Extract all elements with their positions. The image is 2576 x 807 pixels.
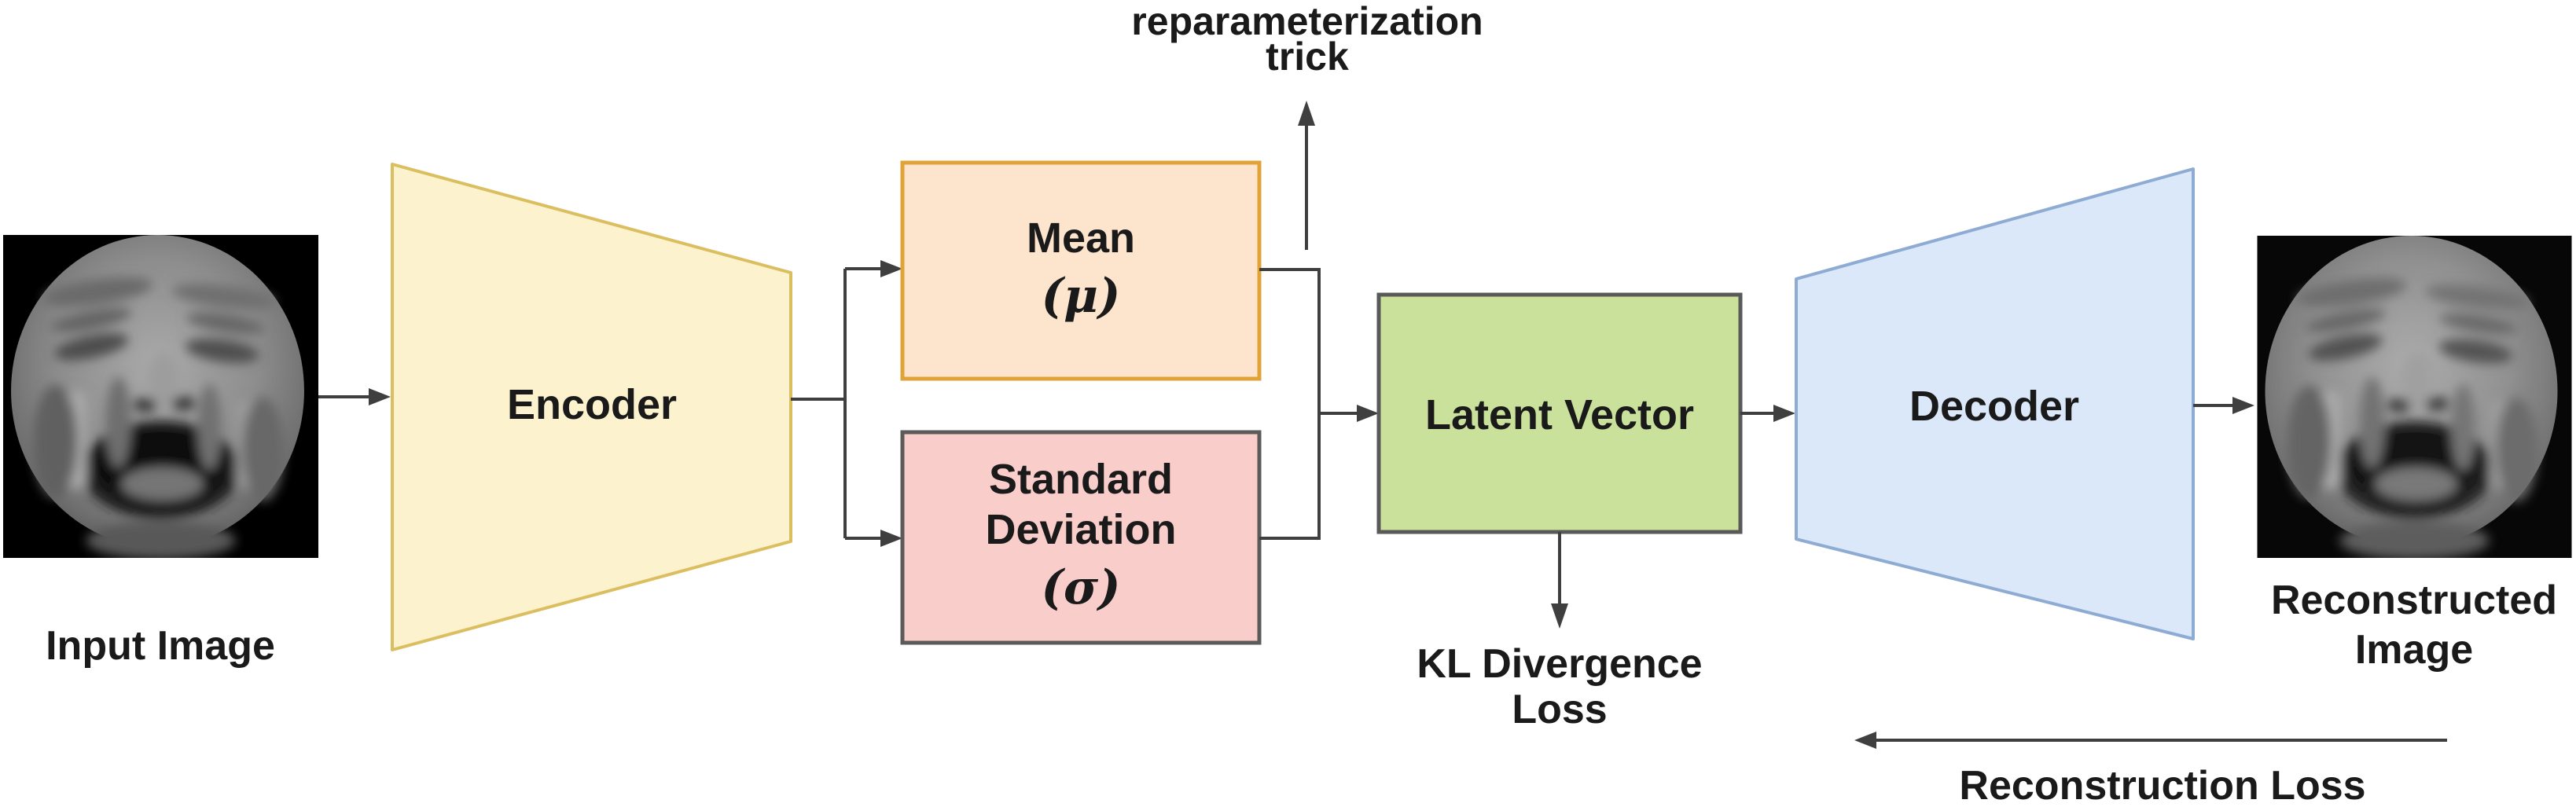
kl-divergence-loss-label: KL Divergence Loss [1417,641,1702,732]
reparameterization-trick-label: reparameterization trick [1131,0,1483,79]
standard-deviation-title-line1: Standard [988,456,1174,503]
reconstructed-image [2258,236,2572,559]
mean-label: Mean (μ) [902,163,1259,379]
kl-divergence-line2: Loss [1512,687,1608,732]
reconstruction-loss-label: Reconstruction Loss [1959,763,2366,807]
reconstructed-image-line1: Reconstructed [2270,578,2558,623]
kl-divergence-arrow [1551,532,1568,629]
standard-deviation-label: Standard Deviation (σ) [902,432,1259,643]
decoder-shape [1795,167,2195,640]
mean-shape [900,160,1262,381]
kl-divergence-line1: KL Divergence [1417,641,1703,687]
standard-deviation-symbol: (σ) [1041,560,1121,615]
reconstructed-image-label: Reconstructed Image [2271,576,2557,675]
arrow-input-to-encoder [318,388,391,405]
input-image [3,235,318,559]
encoder-label: Encoder [506,381,678,428]
decoder-label: Decoder [1909,383,2080,430]
encoder-shape [391,163,792,651]
input-image-label: Input Image [46,623,275,669]
arrow-decoder-to-reconstructed [2193,397,2254,414]
reconstructed-image-line2: Image [2354,627,2474,673]
standard-deviation-shape [900,430,1262,645]
connector-encoder-to-mean-std [791,260,902,547]
reparameterization-line1: reparameterization [1131,0,1483,43]
mean-block [900,160,1262,381]
encoder-block [391,163,792,651]
connector-mean-std-to-latent [1259,268,1379,540]
standard-deviation-title-line2: Deviation [985,506,1177,553]
decoder-block [1795,167,2195,640]
standard-deviation-block [900,430,1262,645]
mean-symbol: (μ) [1041,268,1121,324]
mean-title: Mean [1026,214,1136,262]
reparameterization-line2: trick [1266,35,1349,79]
latent-vector-label: Latent Vector [1424,391,1695,438]
reparameterization-arrow [1298,101,1315,250]
reconstruction-loss-arrow [1854,732,2447,749]
arrow-latent-to-decoder [1740,405,1795,422]
